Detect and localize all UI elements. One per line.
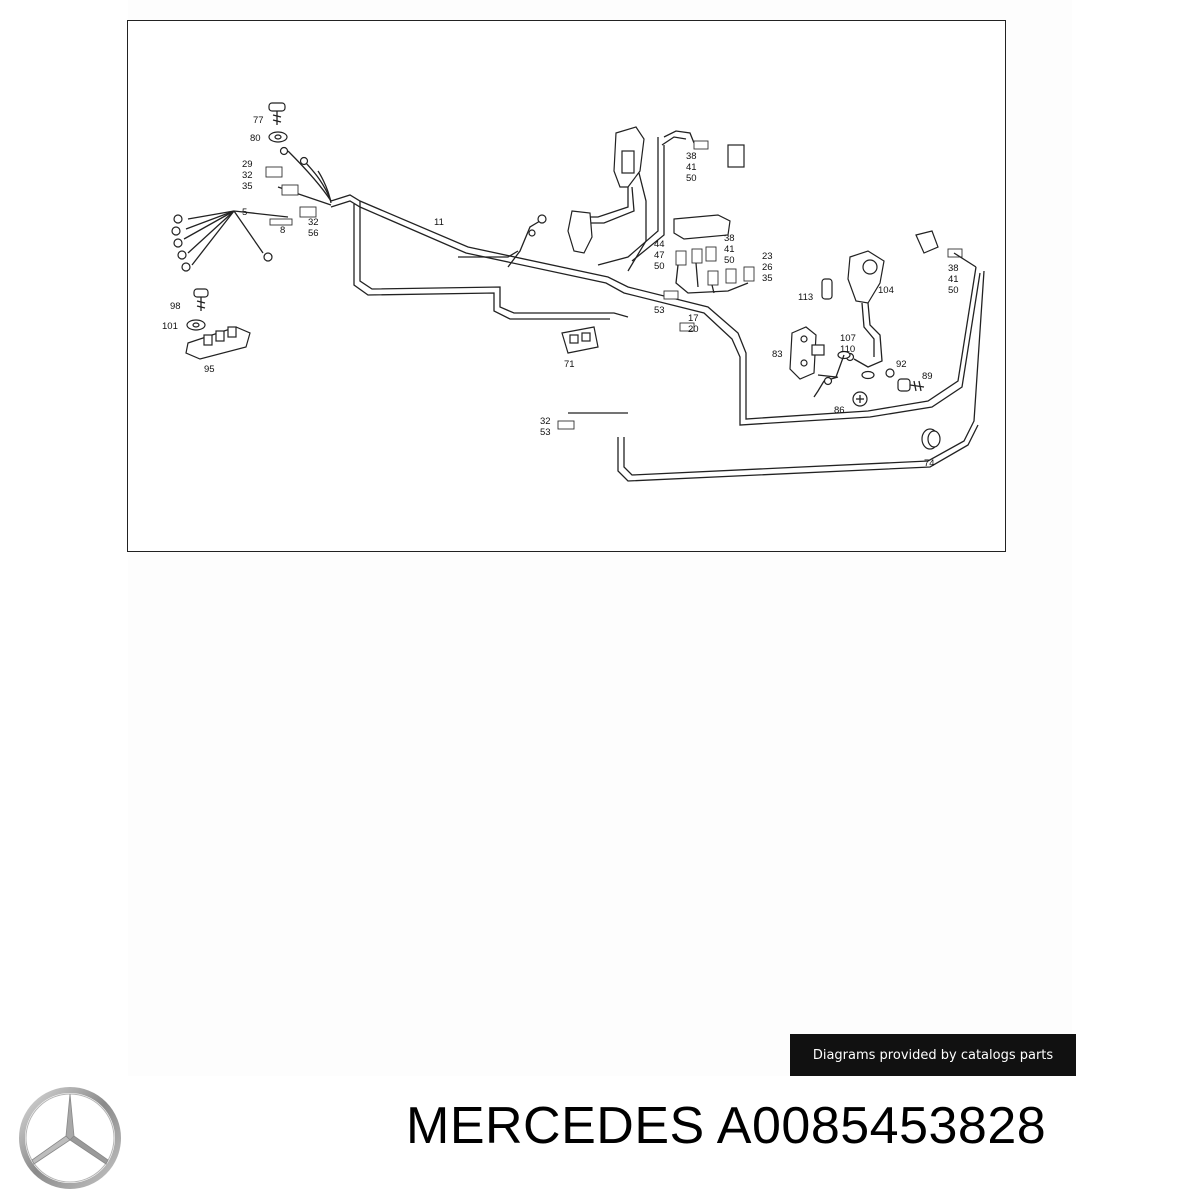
tag-32-53-icon xyxy=(557,420,575,430)
callout-label: 50 xyxy=(948,285,959,296)
callout-label: 53 xyxy=(540,427,551,438)
callout-label: 11 xyxy=(434,217,444,228)
harness-plug-icon xyxy=(507,214,547,268)
callout-label: 35 xyxy=(242,181,253,192)
callout-label: 98 xyxy=(170,301,181,312)
parts-diagram-frame: 77 80 29 32 35 5 8 32 56 11 38 41 50 44 … xyxy=(127,20,1006,552)
callout-label: 113 xyxy=(798,292,813,303)
connector-block-95-icon xyxy=(185,326,251,360)
callout-label: 47 xyxy=(654,250,665,261)
callout-label: 8 xyxy=(280,225,285,236)
mercedes-star-icon xyxy=(19,1087,121,1189)
screw-77-icon xyxy=(268,102,286,125)
callout-label: 41 xyxy=(948,274,959,285)
motor-104-icon xyxy=(821,250,885,368)
callout-label: 77 xyxy=(253,115,264,126)
callout-label: 101 xyxy=(162,321,178,332)
callout-label: 41 xyxy=(724,244,735,255)
actuator-motor-icon xyxy=(567,126,695,266)
left-ring-terminals xyxy=(171,146,332,272)
callout-label: 53 xyxy=(654,305,665,316)
callout-label: 83 xyxy=(772,349,783,360)
relay-block-icon xyxy=(663,214,755,300)
callout-label: 110 xyxy=(840,344,855,355)
washer-101-icon xyxy=(186,319,206,331)
connector-top-right-icon xyxy=(693,140,745,168)
callout-labels: 77 80 29 32 35 5 8 32 56 11 38 41 50 44 … xyxy=(162,115,959,469)
callout-label: 26 xyxy=(762,262,773,273)
callout-label: 104 xyxy=(878,285,894,296)
callout-label: 95 xyxy=(204,364,215,375)
brand-name: MERCEDES xyxy=(406,1097,705,1155)
callout-label: 20 xyxy=(688,324,699,335)
connector-far-right-icon xyxy=(915,230,977,268)
callout-label: 89 xyxy=(922,371,933,382)
grommet-74-icon xyxy=(921,428,941,450)
callout-label: 17 xyxy=(688,313,699,324)
callout-label: 50 xyxy=(654,261,665,272)
callout-label: 32 xyxy=(242,170,253,181)
callout-label: 80 xyxy=(250,133,261,144)
screw-86-icon xyxy=(852,391,868,407)
screw-89-icon xyxy=(897,378,925,392)
callout-label: 29 xyxy=(242,159,253,170)
callout-label: 107 xyxy=(840,333,856,344)
clip-71-icon xyxy=(561,322,695,354)
callout-label: 50 xyxy=(724,255,735,266)
callout-label: 74 xyxy=(924,458,935,469)
callout-label: 32 xyxy=(540,416,551,427)
credit-text: Diagrams provided by catalogs parts xyxy=(812,1047,1054,1063)
callout-label: 38 xyxy=(686,151,697,162)
washer-80-icon xyxy=(268,131,288,143)
callout-label: 50 xyxy=(686,173,697,184)
callout-label: 5 xyxy=(242,207,247,218)
callout-label: 23 xyxy=(762,251,773,262)
callout-label: 38 xyxy=(948,263,959,274)
callout-label: 56 xyxy=(308,228,319,239)
callout-label: 71 xyxy=(564,359,575,370)
part-number: A0085453828 xyxy=(716,1097,1047,1155)
screw-98-icon xyxy=(193,288,209,311)
callout-label: 41 xyxy=(686,162,697,173)
callout-label: 86 xyxy=(834,405,845,416)
callout-label: 92 xyxy=(896,359,907,370)
diagram-credit-badge: Diagrams provided by catalogs parts xyxy=(790,1034,1076,1076)
bracket-83-icon xyxy=(789,326,825,380)
wiring-harness-diagram: 77 80 29 32 35 5 8 32 56 11 38 41 50 44 … xyxy=(162,102,985,482)
callout-label: 35 xyxy=(762,273,773,284)
callout-label: 38 xyxy=(724,233,735,244)
callout-label: 44 xyxy=(654,239,665,250)
product-title: MERCEDES A0085453828 xyxy=(406,1100,1046,1152)
ground-terminals-icon xyxy=(813,350,895,398)
callout-label: 32 xyxy=(308,217,319,228)
harness-wires xyxy=(330,160,985,482)
